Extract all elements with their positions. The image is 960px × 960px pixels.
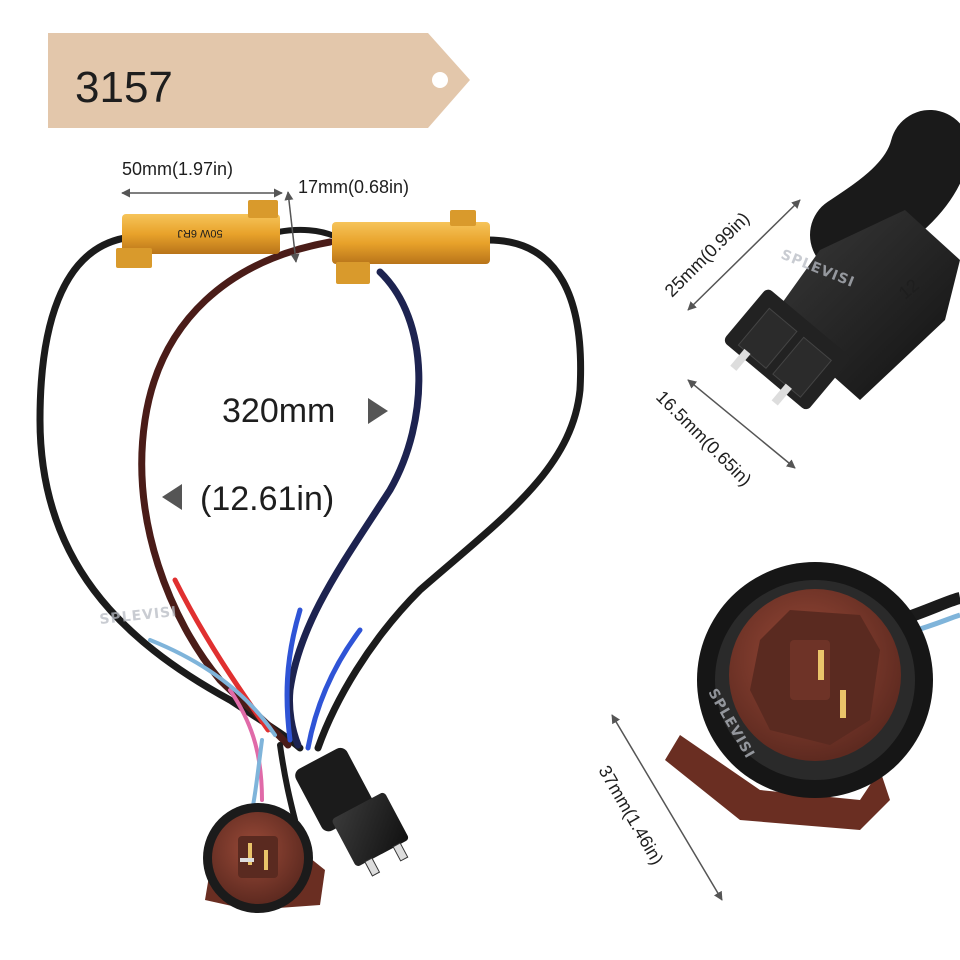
tag-shape: [48, 33, 470, 128]
dimension-socket-diameter: 37mm(1.46in): [595, 714, 723, 901]
arrow-left-icon: [162, 484, 182, 510]
wire-resistor-link: [275, 226, 337, 239]
wire-brown: [138, 238, 334, 749]
tag-hole: [432, 72, 448, 88]
model-tag: 3157: [48, 33, 470, 128]
tag-label: 3157: [75, 63, 173, 112]
wire-black-socket: [277, 742, 298, 823]
plug-height-label: 25mm(0.99in): [661, 208, 754, 301]
small-plug: [295, 747, 409, 877]
wire-lightblue: [148, 638, 277, 737]
plug-width-label: 16.5mm(0.65in): [652, 387, 755, 490]
resistor-2: [332, 210, 490, 284]
dimension-cable-length: 320mm (12.61in): [162, 392, 388, 518]
arrow-right-icon: [368, 398, 388, 424]
resistor-length-label: 50mm(1.97in): [122, 159, 233, 179]
socket-closeup: [665, 562, 960, 830]
dimension-plug-height: 25mm(0.99in): [661, 199, 801, 311]
wire-harness: [36, 226, 585, 823]
wire-blue-2: [305, 627, 363, 751]
resistor-marking: 50W 6RJ: [177, 227, 222, 239]
dimension-resistor-width: 17mm(0.68in): [284, 177, 409, 263]
dimension-plug-width: 16.5mm(0.65in): [652, 379, 796, 490]
wire-black-left: [36, 234, 304, 752]
wire-blue-1: [284, 607, 303, 743]
socket-diameter-label: 37mm(1.46in): [595, 762, 668, 868]
resistor-width-label: 17mm(0.68in): [298, 177, 409, 197]
cable-length-mm: 320mm: [222, 392, 335, 430]
wire-black-right: [314, 236, 585, 752]
plug-closeup: 12: [724, 110, 960, 410]
wire-pink: [228, 688, 264, 802]
dimension-resistor-length: 50mm(1.97in): [121, 159, 283, 198]
cable-length-in: (12.61in): [200, 480, 334, 518]
resistor-1: 50W 6RJ: [116, 200, 280, 268]
small-socket: [203, 803, 325, 913]
